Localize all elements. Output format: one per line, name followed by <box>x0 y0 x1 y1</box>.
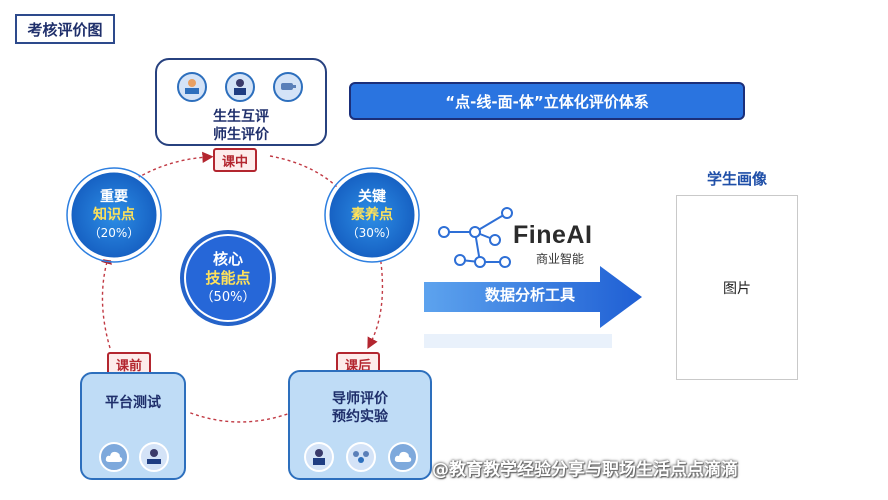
student-reading-icon <box>177 72 207 102</box>
student-portrait-image: 图片 <box>676 195 798 380</box>
top-card-peer-review: 生生互评 师生评价 <box>155 58 327 146</box>
right-node-line2: 素养点 <box>351 207 393 223</box>
left-node-line1: 重要 <box>100 189 128 205</box>
right-node-literacy: 关键 素养点 （30%） <box>327 170 417 260</box>
core-ring <box>180 230 276 326</box>
bottom-right-line1: 导师评价 <box>332 391 388 407</box>
diagram-title: 考核评价图 <box>15 14 115 44</box>
group-icon <box>346 442 376 472</box>
top-card-line2: 师生评价 <box>213 127 269 143</box>
left-node-line3: （20%） <box>88 226 140 240</box>
right-node-line3: （30%） <box>346 226 398 240</box>
watermark: @教育教学经验分享与职场生活点点滴滴 <box>432 460 738 480</box>
cloud-icon <box>99 442 129 472</box>
analysis-tool-label: 数据分析工具 <box>484 286 575 304</box>
arc-bottom <box>187 411 294 423</box>
bottom-right-card-mentor-review: 导师评价 预约实验 <box>288 370 432 480</box>
fineai-subtitle: 商业智能 <box>536 252 585 266</box>
analysis-arrow <box>424 266 642 328</box>
left-node-knowledge: 重要 知识点 （20%） <box>69 170 159 260</box>
arc-left-bottom <box>101 252 112 349</box>
left-node-line2: 知识点 <box>93 207 135 223</box>
camera-icon <box>273 72 303 102</box>
evaluation-system-banner: “点-线-面-体”立体化评价体系 <box>349 82 745 120</box>
cloud-sync-icon <box>388 442 418 472</box>
core-line3: （50%） <box>200 289 256 305</box>
student-laptop-icon <box>139 442 169 472</box>
arc-right-bottom <box>367 254 384 349</box>
student-portrait-title: 学生画像 <box>706 170 767 188</box>
fineai-logo-icon <box>438 207 513 268</box>
portrait-placeholder: 图片 <box>723 280 751 297</box>
bottom-right-line2: 预约实验 <box>332 409 388 425</box>
bottom-left-card-platform-test: 平台测试 <box>80 372 186 480</box>
core-line1: 核心 <box>212 249 243 268</box>
core-line2: 技能点 <box>205 268 251 287</box>
fineai-name: FineAI <box>513 221 593 249</box>
tag-in-class: 课中 <box>213 148 258 172</box>
teacher-icon <box>225 72 255 102</box>
right-node-line1: 关键 <box>358 189 386 205</box>
top-card-line1: 生生互评 <box>213 109 269 125</box>
bottom-left-line1: 平台测试 <box>105 395 161 411</box>
core-node-skills: 核心 技能点 （50%） <box>186 236 270 320</box>
left-node-circle <box>68 169 160 261</box>
right-node-circle <box>326 169 418 261</box>
teacher-desk-icon <box>304 442 334 472</box>
arc-top-right <box>269 155 348 199</box>
